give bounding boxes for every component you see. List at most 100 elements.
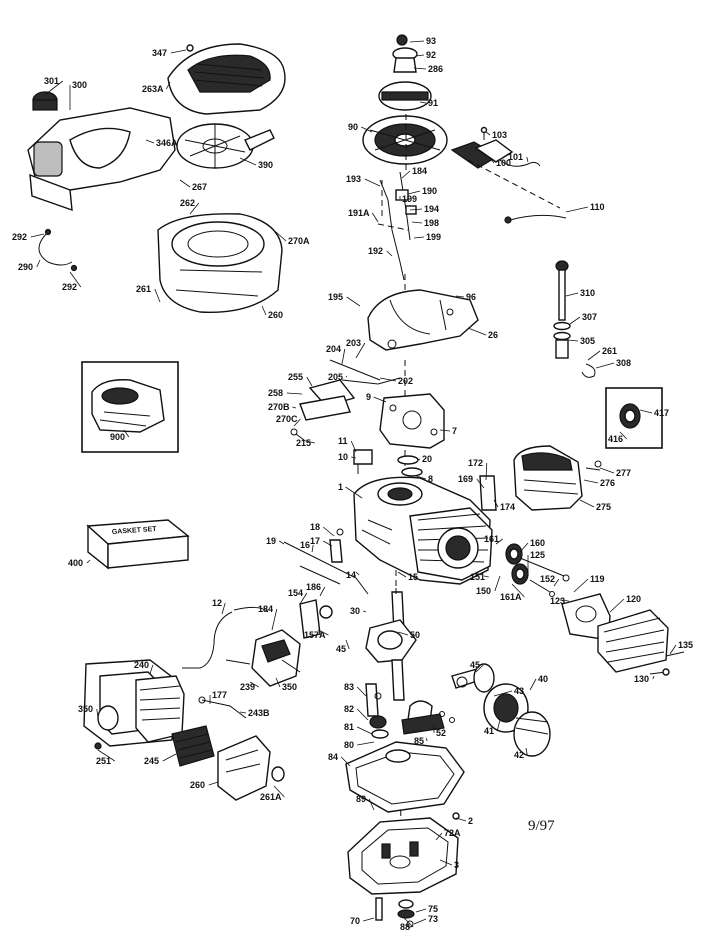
part-label: 160 <box>530 538 545 548</box>
part-label: 251 <box>96 756 111 766</box>
part-label: 270A <box>288 236 310 246</box>
part-label: 3 <box>454 860 459 870</box>
part-label: 203 <box>346 338 361 348</box>
leader-line <box>567 339 579 342</box>
leader-line <box>494 575 501 592</box>
leader-line <box>493 690 513 697</box>
leader-line <box>455 295 465 298</box>
carburetor-linkage <box>290 359 401 441</box>
part-label: 290 <box>18 262 33 272</box>
part-label: 123 <box>550 596 565 606</box>
inset-box-416 <box>605 387 663 449</box>
leader-line <box>565 292 579 297</box>
leader-line <box>322 526 335 537</box>
leader-line <box>357 741 375 746</box>
gasket-set-box: GASKET SET <box>86 519 190 570</box>
part-label: 205 <box>328 372 343 382</box>
leader-line <box>599 467 615 474</box>
part-label: 42 <box>514 750 524 760</box>
part-label: 18 <box>310 522 320 532</box>
part-label: 400 <box>68 558 83 568</box>
leader-line <box>595 362 615 369</box>
leader-line <box>149 664 154 675</box>
part-label: 17 <box>310 536 320 546</box>
leader-line <box>476 478 485 489</box>
part-label: 172 <box>468 458 483 468</box>
part-label: 10 <box>338 452 348 462</box>
leader-line <box>475 664 484 673</box>
part-label: 15 <box>408 572 418 582</box>
part-label: 239 <box>240 682 255 692</box>
part-label: 190 <box>422 186 437 196</box>
leader-line <box>350 440 357 453</box>
part-label: 9 <box>366 392 371 402</box>
part-label: 110 <box>590 202 605 212</box>
leader-line <box>86 559 91 564</box>
part-label: 416 <box>608 434 623 444</box>
leader-line <box>489 157 495 164</box>
leader-line <box>415 54 425 57</box>
leader-line <box>363 610 367 613</box>
leader-line <box>368 798 375 811</box>
leader-line <box>413 236 425 239</box>
leader-line <box>485 462 488 481</box>
leader-line <box>579 499 595 508</box>
leader-line <box>154 288 161 303</box>
part-label: 417 <box>654 408 669 418</box>
leader-line <box>511 583 525 598</box>
cylinder-head <box>561 593 685 676</box>
leader-line <box>340 756 351 767</box>
choke-linkage <box>198 696 247 719</box>
leader-line <box>553 578 560 587</box>
leader-line <box>179 179 191 188</box>
ignition-module <box>450 126 541 169</box>
leader-line <box>493 499 499 508</box>
leader-line <box>345 639 350 650</box>
leader-line <box>525 747 528 756</box>
leader-line <box>271 608 278 631</box>
part-label: 161 <box>484 534 499 544</box>
leader-line <box>292 406 297 409</box>
leader-line <box>30 233 45 238</box>
part-label: 100 <box>496 158 511 168</box>
leader-line <box>415 908 427 913</box>
part-label: 204 <box>326 344 341 354</box>
leader-line <box>619 431 628 440</box>
part-label: 50 <box>410 630 420 640</box>
engine-cover-top <box>167 43 286 115</box>
part-label: 45 <box>470 660 480 670</box>
muffler <box>479 445 602 511</box>
part-label: 73 <box>428 914 438 924</box>
part-label: 347 <box>152 48 167 58</box>
fuel-line <box>38 228 78 272</box>
part-label: 267 <box>192 182 207 192</box>
part-label: 157A <box>304 630 326 640</box>
part-label: 150 <box>476 586 491 596</box>
leader-line <box>345 375 348 378</box>
part-label: 900 <box>110 432 125 442</box>
part-label: 193 <box>346 174 361 184</box>
part-label: 152 <box>540 574 555 584</box>
part-label: 350 <box>78 704 93 714</box>
part-label: 83 <box>344 682 354 692</box>
leader-line <box>467 327 487 336</box>
part-label: 194 <box>424 204 439 214</box>
part-label: 161A <box>500 592 522 602</box>
part-label: 261A <box>260 792 282 802</box>
leader-line <box>361 126 373 133</box>
leader-line <box>286 392 303 395</box>
part-label: 43 <box>514 686 524 696</box>
part-label: 191A <box>348 208 370 218</box>
leader-line <box>407 190 421 195</box>
part-label: 390 <box>258 160 273 170</box>
leader-line <box>409 208 423 211</box>
part-label: 261 <box>602 346 617 356</box>
leader-line <box>356 686 367 697</box>
leader-line <box>364 178 381 187</box>
leader-line <box>583 479 599 484</box>
carburetor <box>225 599 333 687</box>
part-label: 195 <box>328 292 343 302</box>
leader-line <box>189 202 200 215</box>
